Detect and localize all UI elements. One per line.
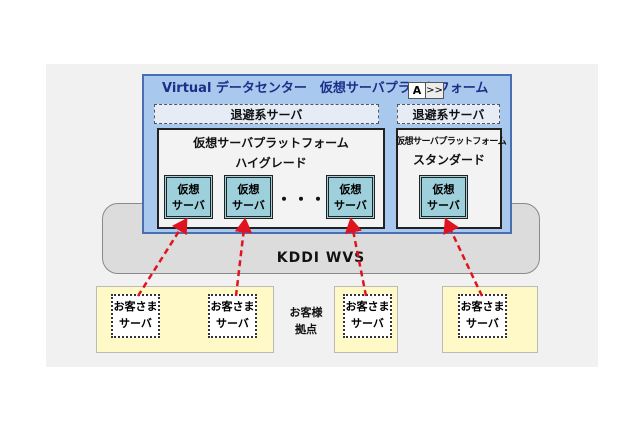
virtual-server-line2: サーバ bbox=[334, 199, 367, 212]
virtual-server-line1: 仮想 bbox=[177, 183, 200, 196]
virtual-server-line1: 仮想 bbox=[237, 183, 260, 196]
customer-site-label: お客様 拠点 bbox=[284, 304, 328, 338]
connection-arrow bbox=[136, 217, 188, 297]
connection-arrow bbox=[234, 217, 253, 297]
customer-server-node: お客さま サーバ bbox=[208, 294, 257, 338]
connection-arrow bbox=[344, 217, 368, 297]
connection-arrow bbox=[443, 217, 484, 297]
customer-server-line2: サーバ bbox=[351, 317, 384, 330]
customer-site-label-line1: お客様 bbox=[289, 306, 323, 319]
virtual-server-node: 仮想 サーバ bbox=[164, 175, 213, 219]
virtual-server-line2: サーバ bbox=[172, 199, 205, 212]
customer-server-node: お客さま サーバ bbox=[111, 294, 160, 338]
customer-server-node: お客さま サーバ bbox=[343, 294, 392, 338]
virtual-server-node: 仮想 サーバ bbox=[326, 175, 375, 219]
evacuation-label-right: 退避系サーバ bbox=[412, 108, 485, 122]
platform-highgrade-subtitle: ハイグレード bbox=[235, 156, 307, 170]
customer-server-line1: お客さま bbox=[345, 300, 390, 313]
virtual-server-line1: 仮想 bbox=[432, 183, 455, 196]
customer-server-line1: お客さま bbox=[460, 300, 505, 313]
datacenter-title: Virtual データセンター 仮想サーバプラットフォーム bbox=[162, 81, 489, 96]
customer-server-line2: サーバ bbox=[466, 317, 499, 330]
evacuation-area-left bbox=[154, 104, 379, 124]
platform-highgrade-title: 仮想サーバプラットフォーム bbox=[193, 136, 349, 150]
platform-standard-subtitle: スタンダード bbox=[412, 153, 485, 167]
evacuation-label-left: 退避系サーバ bbox=[230, 108, 303, 122]
customer-server-line1: お客さま bbox=[210, 300, 255, 313]
customer-site-label-line2: 拠点 bbox=[295, 323, 317, 336]
customer-server-line1: お客さま bbox=[113, 300, 158, 313]
virtual-server-node: 仮想 サーバ bbox=[419, 175, 468, 219]
floating-toolbar: A >> bbox=[408, 82, 444, 99]
virtual-server-line1: 仮想 bbox=[339, 183, 362, 196]
virtual-server-line2: サーバ bbox=[232, 199, 265, 212]
virtual-server-node: 仮想 サーバ bbox=[224, 175, 273, 219]
virtual-server-line2: サーバ bbox=[427, 199, 460, 212]
kddi-wvs-label: KDDI WVS bbox=[276, 250, 366, 266]
customer-server-node: お客さま サーバ bbox=[458, 294, 507, 338]
toolbar-a-button[interactable]: A bbox=[409, 83, 426, 98]
customer-server-line2: サーバ bbox=[216, 317, 249, 330]
platform-standard-title: 仮想サーバプラットフォーム bbox=[396, 137, 507, 147]
evacuation-area-right bbox=[397, 104, 500, 124]
toolbar-expand-button[interactable]: >> bbox=[426, 85, 443, 96]
customer-server-line2: サーバ bbox=[119, 317, 152, 330]
